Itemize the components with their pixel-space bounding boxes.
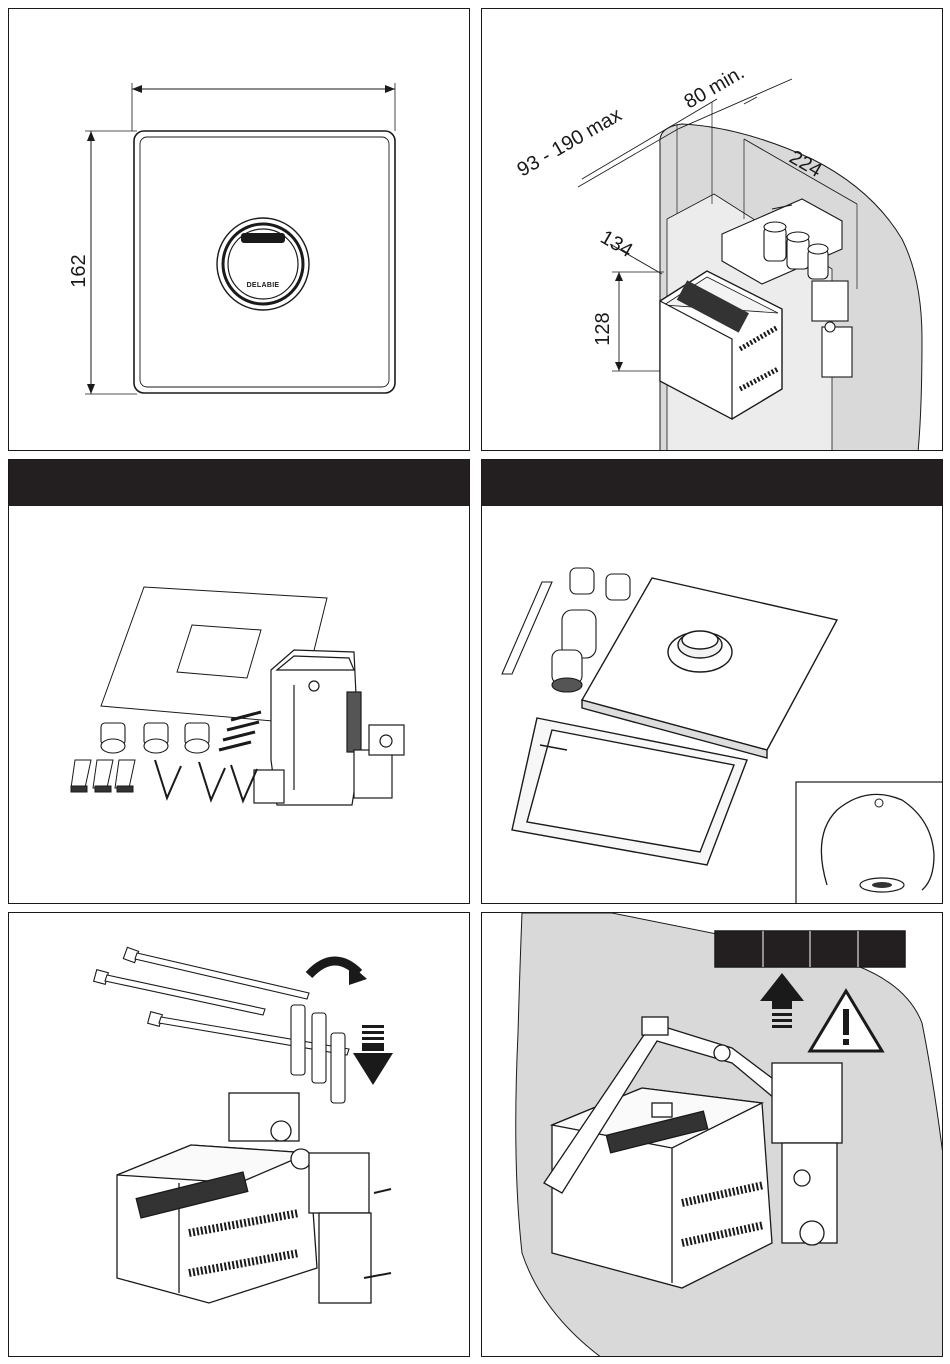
cable-ties (94, 947, 349, 1055)
finishing-kit-drawing (482, 460, 943, 904)
depth-range-label: 93 - 190 max (514, 104, 626, 181)
panel-front-plate-dimensions: 162 DELABIE (8, 8, 470, 451)
u-brackets (155, 760, 257, 801)
installation-drawing: 93 - 190 max 80 min. 224 134 128 (482, 9, 943, 451)
attach-clips-drawing (9, 913, 470, 1357)
panel-finishing-kit (481, 459, 943, 904)
height-dimension-label: 162 (68, 254, 90, 287)
diagonal-label: 134 (597, 226, 637, 262)
installation-box (254, 650, 404, 805)
panel-kit-contents (8, 459, 470, 904)
min-clearance-label: 80 min. (681, 61, 749, 113)
cover-plate (582, 578, 837, 758)
panel-install-in-wall (481, 912, 943, 1357)
fitting-connectors (101, 723, 209, 753)
panel-attach-clips (8, 912, 470, 1357)
sensor-detail-inset (796, 782, 943, 904)
display-segments (715, 931, 905, 967)
mounting-clips (291, 1005, 345, 1103)
extension-rod (502, 582, 552, 674)
panel-installation-dimensions: 93 - 190 max 80 min. 224 134 128 (481, 8, 943, 451)
kit-contents-drawing (9, 460, 470, 904)
install-in-wall-drawing (482, 913, 943, 1357)
box-height-label: 128 (592, 312, 614, 345)
push-down-arrow-icon (353, 1025, 393, 1085)
installation-box (117, 1093, 391, 1303)
mounting-clips (71, 760, 135, 792)
front-plate-drawing: 162 DELABIE (9, 9, 470, 451)
sensor-window (241, 233, 285, 243)
brand-logo-text: DELABIE (247, 282, 280, 289)
